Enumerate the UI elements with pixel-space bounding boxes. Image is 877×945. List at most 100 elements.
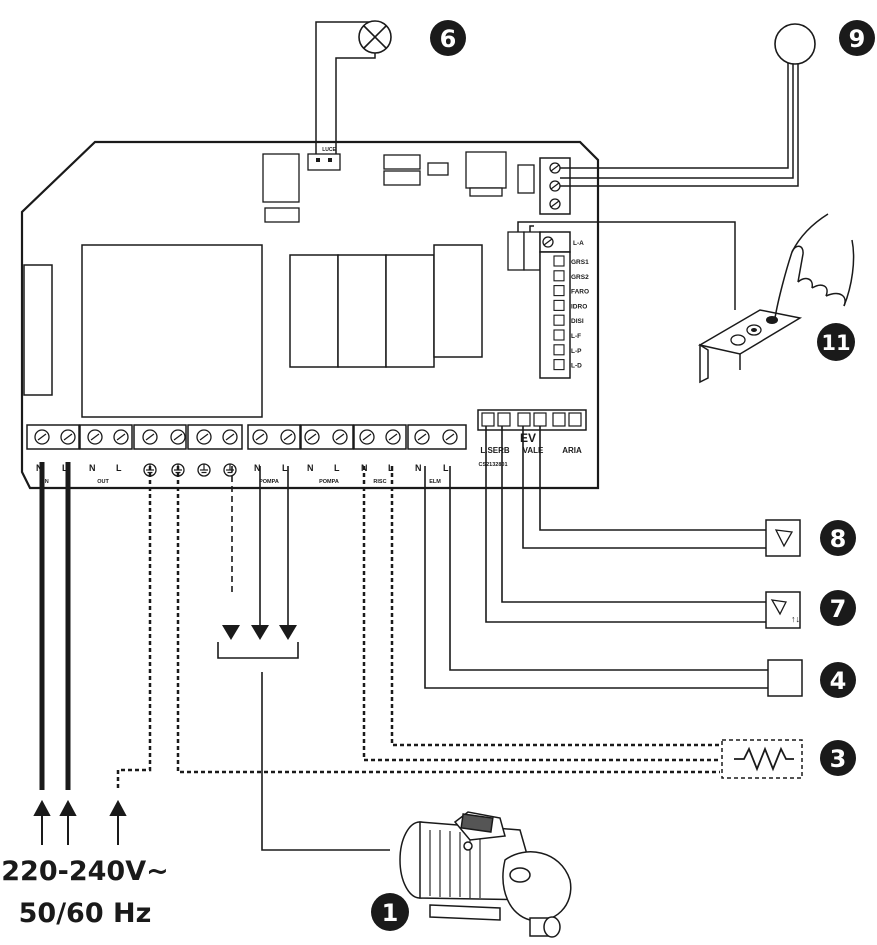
ground-icon (223, 463, 237, 477)
svg-text:7: 7 (830, 595, 847, 623)
right-terminal-pin (553, 270, 565, 282)
pump-icon (399, 811, 572, 938)
right-terminal-label: FARO (571, 289, 589, 296)
screw-terminal (414, 429, 430, 445)
right-terminal-label: GRS1 (571, 259, 589, 266)
screw-terminal (385, 429, 401, 445)
screw-terminal (359, 429, 375, 445)
supply-arrows (33, 799, 127, 845)
right-terminal-pin (553, 314, 565, 326)
right-terminal-label: L-D (571, 363, 582, 370)
transformer (81, 244, 263, 418)
right-terminal-pin (553, 344, 565, 356)
hand-icon (774, 213, 855, 319)
callout-lamp: 6 (430, 20, 466, 56)
ev-label-aria: ARIA (562, 446, 582, 455)
right-terminal-pin (553, 285, 565, 297)
lamp-header: LUCE (307, 147, 341, 171)
terminal-group-label: ELM (429, 479, 441, 485)
ev-label-lserb: L.SERB (480, 446, 510, 455)
terminal-l-label: L (116, 463, 122, 473)
valve-updown-icon: ↑↓ (765, 591, 801, 629)
svg-text:1: 1 (382, 899, 399, 927)
screw-terminal (113, 429, 129, 445)
callout-heater: 3 (820, 740, 856, 776)
lamp-wires (315, 21, 376, 154)
screw-terminal (87, 429, 103, 445)
board-code: CS2132801 (478, 462, 507, 468)
right-terminal-pin (553, 329, 565, 341)
terminal-n-label: N (307, 463, 314, 473)
screw-terminal (170, 429, 186, 445)
terminal-l-label: L (334, 463, 340, 473)
panel-wires (517, 221, 736, 310)
svg-text:4: 4 (830, 667, 847, 695)
svg-text:↑↓: ↑↓ (791, 614, 800, 624)
ground-icon (197, 463, 211, 477)
sensor-icon (774, 23, 816, 65)
heater-icon (721, 739, 803, 779)
terminal-n-label: N (36, 463, 43, 473)
right-terminal-pin (553, 255, 565, 267)
screw-terminal (442, 429, 458, 445)
screw-terminal (280, 429, 296, 445)
terminal-group-label: OUT (97, 479, 109, 485)
screw-terminal (34, 429, 50, 445)
right-terminal-label: L-F (571, 333, 581, 340)
heater-wires (362, 466, 720, 762)
control-panel-icon (697, 309, 803, 384)
callout-valve-updown: 7 (820, 590, 856, 626)
terminal-group-label: POMPA (319, 479, 339, 485)
electromagnet-box (767, 659, 803, 697)
callout-electromagnet: 4 (820, 662, 856, 698)
screw-terminal (332, 429, 348, 445)
svg-text:8: 8 (830, 525, 847, 553)
screw-terminal (60, 429, 76, 445)
svg-text:6: 6 (440, 25, 457, 53)
electromagnet-wires (424, 466, 768, 689)
screw-terminal (304, 429, 320, 445)
power-supply: 220-240V~ 50/60 Hz (1, 462, 169, 929)
right-terminal-label: DISI (571, 318, 584, 325)
pump-arrows (222, 625, 297, 640)
callout-valve: 8 (820, 520, 856, 556)
relay-bank (289, 244, 483, 368)
lamp-header-label: LUCE (322, 147, 336, 153)
valve-icon (765, 519, 801, 557)
callout-sensor: 9 (839, 20, 875, 56)
valve-wires (485, 426, 766, 623)
pump-wires (217, 466, 390, 851)
terminal-group-label: IN (43, 479, 49, 485)
terminal-l-label: L (282, 463, 288, 473)
terminal-n-label: N (415, 463, 422, 473)
right-terminal-label: L-P (571, 348, 582, 355)
right-terminal-label: L-A (573, 240, 584, 247)
right-terminal-label: IDRO (571, 303, 587, 310)
terminal-group-label: POMPA (259, 479, 279, 485)
terminal-l-label: L (443, 463, 449, 473)
callout-control-panel: 11 (817, 323, 855, 361)
svg-text:11: 11 (821, 331, 850, 355)
supply-voltage: 220-240V~ (1, 856, 168, 887)
right-terminal-pin (553, 299, 565, 311)
svg-text:9: 9 (849, 25, 866, 53)
terminal-n-label: N (89, 463, 96, 473)
screw-terminal (196, 429, 212, 445)
lamp-icon (358, 20, 392, 54)
ev-title: EV (520, 431, 536, 445)
terminal-n-label: N (254, 463, 261, 473)
callout-pump: 1 (371, 893, 409, 931)
callout-badges: 6 9 11 8 7 4 3 1 (371, 20, 875, 931)
screw-terminal (142, 429, 158, 445)
ev-label-vale: VALE (523, 446, 544, 455)
supply-frequency: 50/60 Hz (19, 898, 152, 929)
screw-terminal (222, 429, 238, 445)
side-connector (23, 264, 53, 396)
terminal-group-label: RISC (373, 479, 386, 485)
sensor-wires (560, 62, 799, 187)
ev-block: EV L.SERB VALE ARIA CS2132801 (477, 409, 587, 468)
ground-wires (176, 466, 720, 774)
